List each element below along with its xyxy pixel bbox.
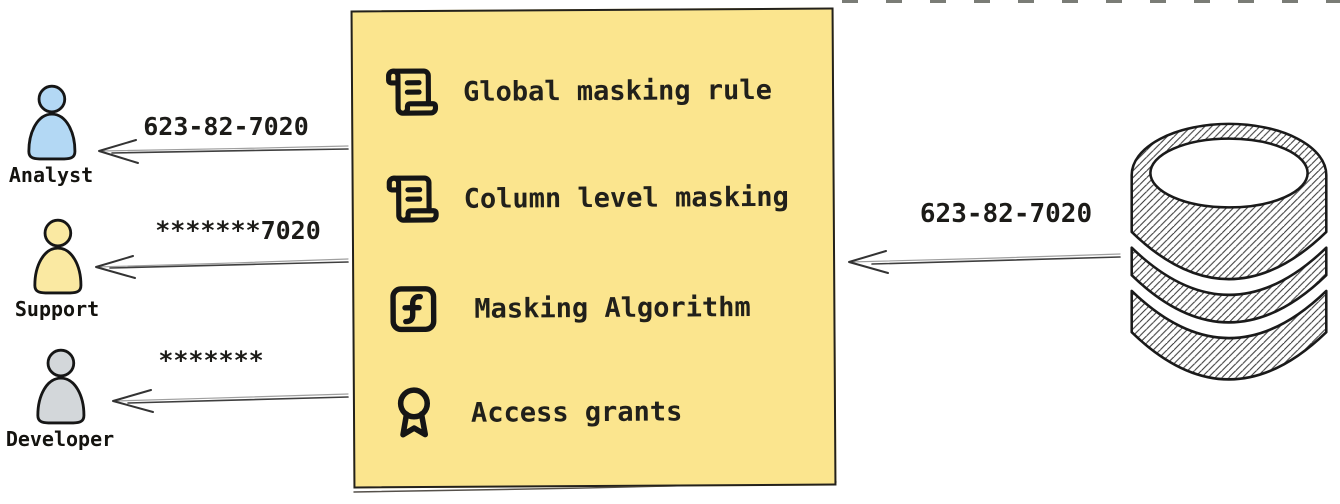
masked-value-analyst: 623-82-7020: [143, 112, 309, 141]
masking-box: Global masking rule Column level masking: [350, 7, 837, 489]
dashed-line: [842, 0, 1340, 3]
masking-box-item-label: Global masking rule: [462, 74, 772, 108]
masking-box-item-label: Masking Algorithm: [474, 291, 751, 325]
masking-box-item-column-masking: Column level masking: [384, 167, 789, 229]
masking-box-item-access-grants: Access grants: [385, 381, 683, 443]
persona-label-support: Support: [14, 297, 100, 321]
persona-label-analyst: Analyst: [8, 163, 94, 187]
scroll-icon: [383, 64, 441, 120]
persona-label-developer: Developer: [5, 427, 115, 451]
persona-analyst: Analyst: [8, 84, 94, 187]
award-icon: [385, 384, 443, 442]
analyst-icon: [27, 84, 77, 161]
database-outgoing-value: 623-82-7020: [919, 199, 1093, 229]
masked-value-support: *******7020: [155, 216, 321, 245]
persona-support: Support: [14, 218, 100, 321]
developer-icon: [36, 348, 86, 425]
database-icon: [1130, 122, 1328, 381]
masking-box-item-label: Column level masking: [463, 181, 789, 215]
masking-box-item-label: Access grants: [470, 395, 683, 429]
masking-box-item-masking-algorithm: Masking Algorithm: [384, 277, 751, 339]
persona-developer: Developer: [6, 348, 114, 451]
function-square-icon: [384, 282, 442, 336]
scroll-icon: [384, 171, 442, 227]
masking-box-item-global-rule: Global masking rule: [383, 60, 772, 122]
masked-value-developer: *******: [158, 346, 264, 375]
support-icon: [33, 218, 83, 295]
